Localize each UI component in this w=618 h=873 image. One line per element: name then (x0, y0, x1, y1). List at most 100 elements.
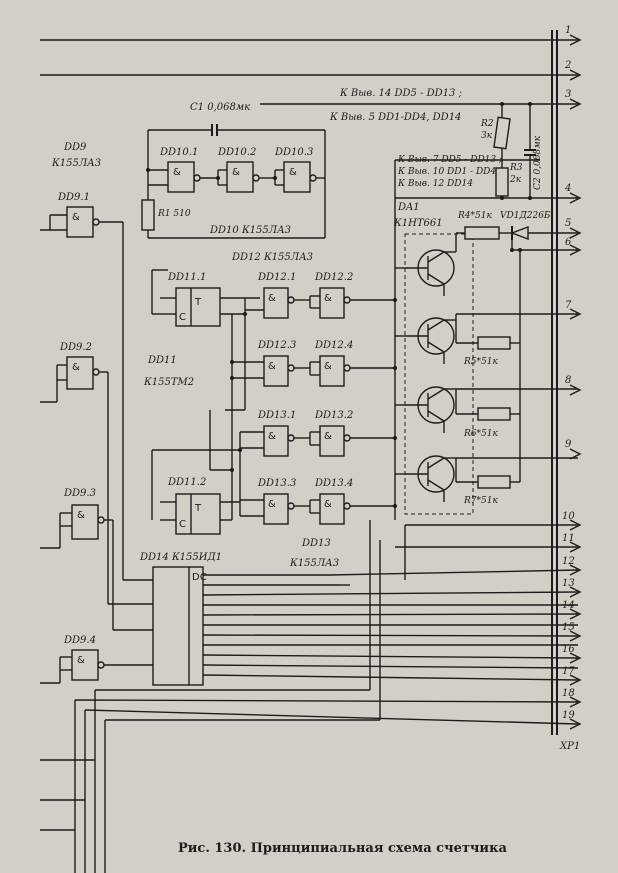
gate-dd12-3: DD12.3 & (232, 340, 310, 387)
pin-label: 4 (564, 183, 571, 194)
note-pin14: К Выв. 14 DD5 - DD13 ; (339, 88, 462, 99)
svg-text:&: & (324, 431, 332, 442)
svg-text:&: & (232, 167, 240, 178)
gate-dd13-1: DD13.1 & (240, 410, 310, 457)
dd11-2-label: DD11.2 (167, 477, 206, 488)
pin-label: 5 (565, 218, 571, 229)
dd14-label: DD14 К155ИД1 (139, 552, 222, 563)
svg-text:T: T (194, 503, 202, 514)
r5-label: R5*51к (463, 357, 498, 367)
svg-text:&: & (77, 655, 85, 666)
svg-text:DC: DC (192, 572, 207, 583)
dd11-type: К155ТМ2 (143, 377, 194, 388)
svg-text:&: & (77, 510, 85, 521)
dd9-1-label: DD9.1 (57, 192, 90, 203)
r3-label: R3 (509, 163, 523, 173)
pin-label: 13 (562, 578, 575, 589)
da1-type: К1НТ661 (393, 218, 443, 229)
pin-label: 15 (562, 622, 575, 633)
dd13-4-label: DD13.4 (314, 478, 353, 489)
connector-label: XP1 (559, 741, 580, 752)
r2-value: 3к (481, 131, 493, 141)
dd13-label: DD13 (301, 538, 331, 549)
gate-dd12-2: DD12.2 & (309, 272, 395, 319)
dd12-1-label: DD12.1 (257, 272, 296, 283)
connector-xp1: XP1 (551, 30, 580, 752)
note-pin10: К Выв. 10 DD1 - DD4 (397, 167, 496, 177)
pin-label: 3 (565, 89, 571, 100)
gate-dd13-3: DD13.3 & (240, 478, 310, 525)
gate-dd13-4: DD13.4 & (309, 478, 395, 525)
dd12-label: DD12 К155ЛА3 (231, 252, 313, 263)
figure-caption: Рис. 130. Принципиальная схема счетчика (178, 841, 507, 856)
pin-label: 1 (565, 25, 571, 36)
pin-label: 2 (564, 60, 571, 71)
decoder-output-wires (202, 524, 579, 681)
gate-dd12-4: DD12.4 & (309, 340, 395, 387)
pin-label: 11 (562, 533, 575, 544)
connector-arrows (569, 34, 582, 730)
resistor-r3: R3 2к (495, 160, 523, 198)
svg-text:&: & (268, 361, 276, 372)
r1-label: R1 510 (157, 209, 191, 219)
svg-text:C: C (179, 519, 186, 530)
dd13-1-label: DD13.1 (257, 410, 296, 421)
svg-text:&: & (72, 212, 80, 223)
dd11-label: DD11 (147, 355, 177, 366)
interconnect-wires (107, 222, 397, 631)
dd9-label: DD9 (63, 142, 87, 153)
r2-label: R2 (480, 119, 494, 129)
gate-dd12-1: DD12.1 & (245, 272, 310, 319)
pin-label: 16 (562, 644, 575, 655)
svg-text:T: T (194, 297, 202, 308)
svg-text:&: & (268, 293, 276, 304)
pin-label: 8 (565, 375, 571, 386)
trigger-dd11-2: DD11.2 T C (151, 449, 240, 535)
gate-dd9-4: DD9.4 & (40, 635, 153, 684)
gate-dd9-3: DD9.3 & (40, 488, 113, 549)
pin-label: 7 (565, 300, 572, 311)
bottom-wires (40, 520, 579, 873)
r4-label: R4*51к (457, 211, 492, 221)
svg-text:&: & (268, 431, 276, 442)
c1-label: C1 0,068мк (190, 102, 250, 113)
dd9-3-label: DD9.3 (63, 488, 96, 499)
svg-text:C: C (179, 312, 186, 323)
dd13-3-label: DD13.3 (257, 478, 296, 489)
r7-label: R7*51к (463, 496, 498, 506)
gate-dd13-2: DD13.2 & (309, 410, 395, 457)
svg-text:&: & (268, 499, 276, 510)
dd13-2-label: DD13.2 (314, 410, 353, 421)
note-pin12: К Выв. 12 DD14 (397, 179, 473, 189)
connector-pin-numbers: 1 2 3 4 5 6 7 8 9 10 11 12 13 14 15 16 1… (562, 25, 575, 721)
dd10-1-label: DD10.1 (159, 147, 198, 158)
pin-label: 18 (562, 688, 575, 699)
dd9-type: К155ЛА3 (51, 158, 101, 169)
svg-text:&: & (324, 293, 332, 304)
da1-label: DA1 (397, 202, 420, 213)
pin-label: 12 (562, 556, 575, 567)
r3-value: 2к (509, 175, 522, 185)
bus-wires-top (40, 39, 578, 199)
dd12-4-label: DD12.4 (314, 340, 353, 351)
svg-text:&: & (289, 167, 297, 178)
note-pin5: К Выв. 5 DD1-DD4, DD14 (329, 112, 461, 123)
dd10-label: DD10 К155ЛА3 (209, 225, 291, 236)
gate-dd9-2: DD9.2 & (40, 342, 108, 403)
oscillator-dd10: C1 0,068мк DD10.1 & DD10.2 & DD10.3 & (141, 102, 326, 239)
decoder-dd14: DD14 К155ИД1 DC (139, 552, 222, 686)
trigger-dd11-1: DD11.1 T C (151, 269, 260, 327)
dd12-3-label: DD12.3 (257, 340, 296, 351)
transistor-array-da1: DA1 К1НТ661 (393, 160, 474, 520)
pin-label: 6 (565, 237, 572, 248)
resistor-r2: R2 3к (480, 104, 511, 160)
pin-label: 9 (565, 439, 572, 450)
pin-label: 19 (562, 710, 575, 721)
svg-text:&: & (324, 361, 332, 372)
gate-dd9-1: DD9.1 & (40, 192, 123, 238)
svg-text:&: & (173, 167, 181, 178)
pin-label: 10 (562, 511, 575, 522)
r6-label: R6*51к (463, 429, 498, 439)
